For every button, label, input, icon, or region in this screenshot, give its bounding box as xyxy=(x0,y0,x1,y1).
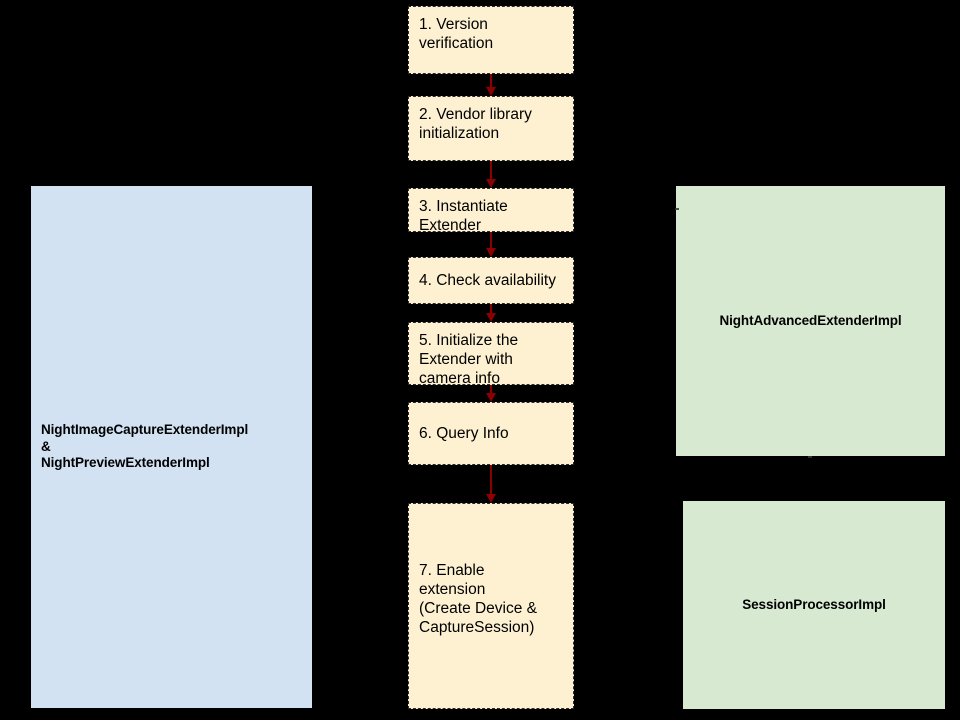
step-4-check-availability[interactable]: 4. Check availability xyxy=(408,257,574,304)
group-advanced-extender[interactable]: NightAdvancedExtenderImpl xyxy=(676,186,945,456)
group-basic-extender-label: NightImageCaptureExtenderImpl & NightPre… xyxy=(41,422,249,471)
step-6-label: 6. Query Info xyxy=(419,424,509,442)
step-3-label: 3. Instantiate Extender xyxy=(419,198,508,234)
step-5-initialize-extender[interactable]: 5. Initialize the Extender with camera i… xyxy=(408,322,574,387)
step-6-query-info[interactable]: 6. Query Info xyxy=(408,402,574,465)
step-7-enable-extension[interactable]: 7. Enable extension (Create Device & Cap… xyxy=(408,503,574,709)
step-2-vendor-library-initialization[interactable]: 2. Vendor library initialization xyxy=(408,96,574,161)
step-2-label: 2. Vendor library initialization xyxy=(419,106,532,142)
group-session-processor[interactable]: SessionProcessorImpl xyxy=(683,501,945,709)
advanced-extender-bottom-tick xyxy=(808,456,812,458)
step-7-label: 7. Enable extension (Create Device & Cap… xyxy=(419,562,538,636)
advanced-extender-left-tick xyxy=(675,208,679,210)
step-1-label: 1. Version verification xyxy=(419,16,494,52)
group-session-processor-label: SessionProcessorImpl xyxy=(742,596,886,612)
step-5-label: 5. Initialize the Extender with camera i… xyxy=(419,332,519,387)
step-1-version-verification[interactable]: 1. Version verification xyxy=(408,6,574,74)
step-3-instantiate-extender[interactable]: 3. Instantiate Extender xyxy=(408,188,574,234)
step-4-label: 4. Check availability xyxy=(419,271,556,289)
group-basic-extender[interactable]: NightImageCaptureExtenderImpl & NightPre… xyxy=(31,186,312,708)
group-advanced-extender-label: NightAdvancedExtenderImpl xyxy=(719,312,902,328)
